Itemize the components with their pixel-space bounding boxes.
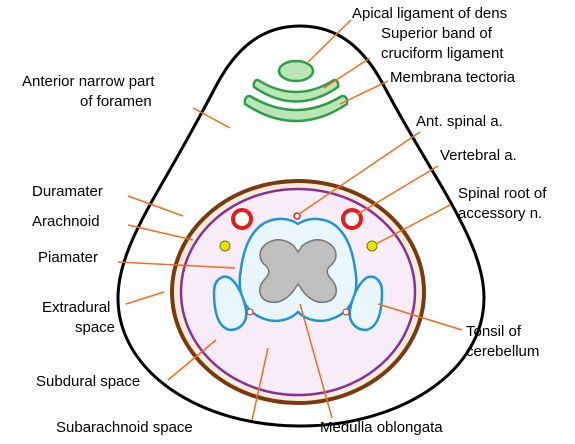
accessory-nerve-left [219,240,231,252]
leader-subdural [167,339,217,381]
label-duramater: Duramater [32,183,103,200]
cruciform-band-shape [252,78,340,103]
apical-ligament-shape [277,59,315,83]
tonsil-left-shape [212,275,248,332]
leader-arachnoid [127,224,194,241]
label-superior-band-2: cruciform ligament [381,45,504,62]
label-arachnoid: Arachnoid [32,213,100,230]
anterior-spinal-artery [293,212,301,220]
leader-cruciform [323,57,371,89]
vertebral-artery-right [341,208,363,230]
leader-apical [307,19,352,63]
pia-node-left [246,308,254,316]
leader-vertebral [357,165,439,215]
label-superior-band-1: Superior band of [381,25,493,42]
label-extradural-1: Extradural [42,299,110,316]
label-spinal-root-2: accessory n. [458,205,542,222]
label-extradural-2: space [75,319,115,336]
leader-ant-spinal [298,131,421,215]
label-tonsil-1: Tonsil of [466,323,522,340]
grey-matter-shape [259,239,337,304]
leader-medulla [299,303,333,419]
label-anterior-part-1: Anterior narrow part [22,73,155,90]
leader-tectoria [339,80,389,105]
label-apical-ligament: Apical ligament of dens [352,5,507,22]
label-subdural: Subdural space [36,373,140,390]
leader-duramater [127,195,184,217]
leader-spinal-root [375,204,451,245]
label-piamater: Piamater [38,249,98,266]
label-medulla: Medulla oblongata [320,419,443,436]
membrana-tectoria-shape [243,94,349,123]
leader-subarachnoid [251,347,269,421]
label-subarachnoid: Subarachnoid space [56,419,193,436]
accessory-nerve-right [366,240,378,252]
leader-piamater [117,261,236,269]
label-ant-spinal: Ant. spinal a. [416,113,503,130]
leader-tonsil [377,303,463,331]
label-anterior-part-2: of foramen [80,93,152,110]
leader-anterior [192,107,231,129]
label-spinal-root-1: Spinal root of [458,185,547,202]
vertebral-artery-left [231,208,253,230]
label-vertebral: Vertebral a. [440,147,517,164]
label-tonsil-2: cerebellum [466,343,539,360]
tonsil-right-shape [348,275,384,332]
leader-extradural [125,291,165,305]
label-membrana-tectoria: Membrana tectoria [390,69,516,86]
pia-node-right [342,308,350,316]
